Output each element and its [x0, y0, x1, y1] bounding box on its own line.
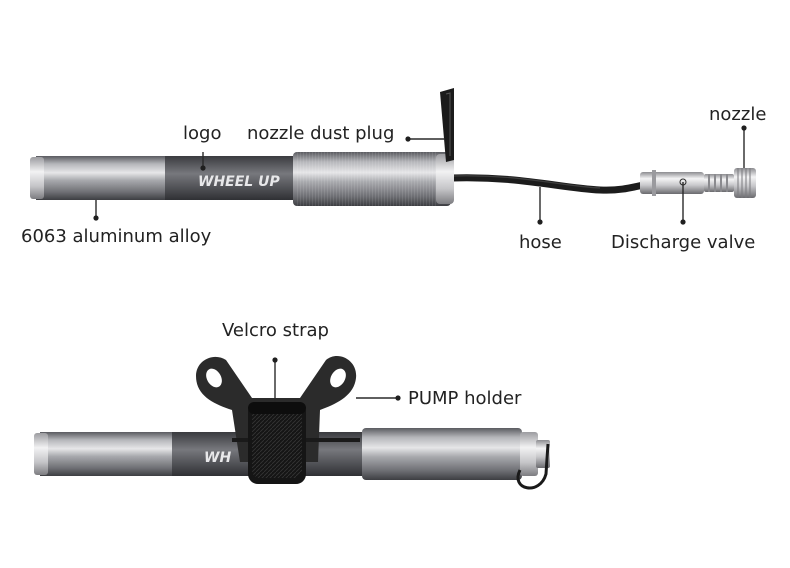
label-aluminum-alloy: 6063 aluminum alloy [21, 226, 212, 247]
pump-top: WHEEL UP [30, 88, 756, 206]
logo-text: WHEEL UP [198, 174, 280, 190]
label-logo: logo [183, 123, 222, 144]
discharge-valve [640, 172, 704, 194]
label-discharge-valve: Discharge valve [611, 232, 756, 253]
label-nozzle: nozzle [709, 104, 767, 125]
logo-text-partial: WH [204, 450, 231, 466]
label-nozzle-dust-plug: nozzle dust plug [247, 123, 395, 144]
logo-band [165, 156, 295, 200]
end-cap [30, 157, 44, 199]
hose [448, 174, 652, 194]
pump-bottom: WH [34, 356, 550, 490]
label-hose: hose [519, 232, 562, 253]
nozzle [734, 168, 756, 198]
label-velcro-strap: Velcro strap [222, 320, 329, 341]
nozzle-dust-plug [440, 88, 454, 162]
label-pump-holder: PUMP holder [408, 388, 522, 409]
